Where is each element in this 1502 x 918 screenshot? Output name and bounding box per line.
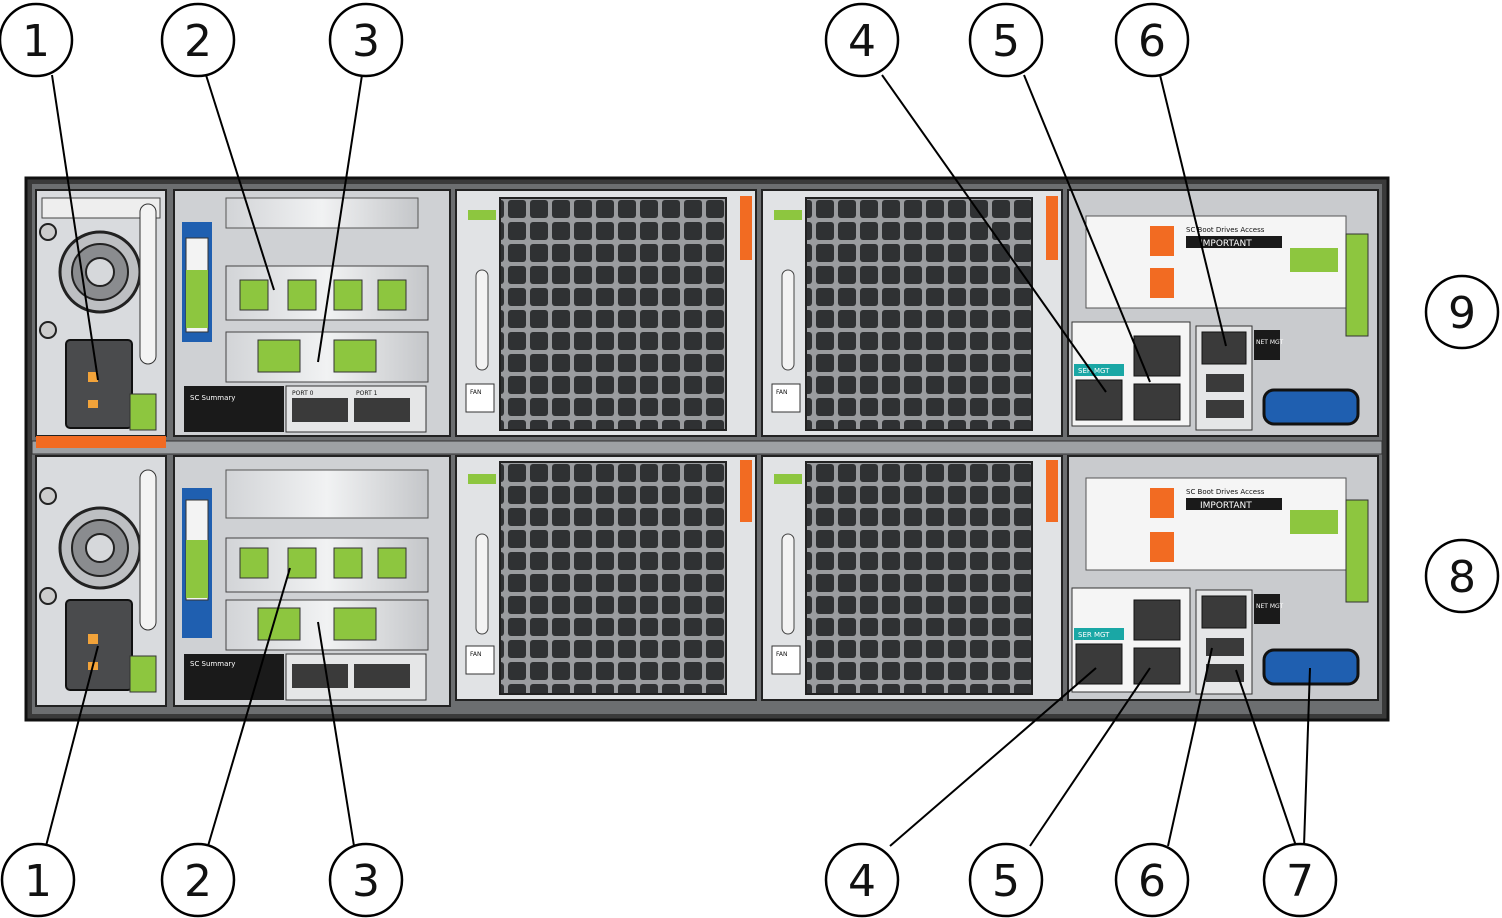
callout-top-1: 1 (0, 2, 74, 78)
server-bottom: SC Summary FAN FAN SC Boot Drives Acce (35, 455, 1379, 707)
rj45-port-group-top (239, 279, 407, 311)
psu-top (35, 189, 167, 437)
svg-text:3: 3 (352, 16, 380, 67)
sc-area-bottom: SC Boot Drives Access IMPORTANT SER MGT … (1067, 455, 1379, 701)
psu-label-bar-top (36, 436, 166, 448)
svg-text:6: 6 (1138, 16, 1166, 67)
svg-text:4: 4 (848, 16, 876, 67)
callout-side-8: 8 (1424, 538, 1500, 614)
svg-text:6: 6 (1138, 856, 1166, 907)
callout-top-3: 3 (328, 2, 404, 78)
svg-text:9: 9 (1448, 288, 1476, 339)
sc-summary-label-bottom: SC Summary (190, 660, 235, 668)
sfp-port-bottom-a (257, 607, 301, 641)
pcie-area-bottom: SC Summary (173, 455, 451, 707)
port0-label-top: PORT 0 (292, 390, 314, 397)
boot-header-top: SC Boot Drives Access (1186, 226, 1265, 234)
svg-text:2: 2 (184, 16, 212, 67)
callout-top-2: 2 (160, 2, 236, 78)
ser-mgt-label-bottom: SER MGT (1078, 631, 1110, 639)
sc-area-top: SC Boot Drives Access IMPORTANT SER MGT … (1067, 189, 1379, 437)
callout-bottom-5: 5 (968, 842, 1044, 918)
svg-text:5: 5 (992, 16, 1020, 67)
callout-bottom-6: 6 (1114, 842, 1190, 918)
boot-header-bottom: SC Boot Drives Access (1186, 488, 1265, 496)
callout-bottom-3: 3 (328, 842, 404, 918)
fan-module-bottom-0: FAN (455, 455, 757, 701)
svg-text:3: 3 (352, 856, 380, 907)
svg-text:4: 4 (848, 856, 876, 907)
usb-port-bottom-a (1206, 638, 1244, 656)
important-label-top: IMPORTANT (1200, 239, 1252, 249)
callout-bottom-4: 4 (824, 842, 900, 918)
callout-side-9: 9 (1424, 274, 1500, 350)
server-top: SC Summary PORT 0 PORT 1 FAN FAN (35, 189, 1379, 448)
callout-bottom-2: 2 (160, 842, 236, 918)
svg-text:7: 7 (1286, 856, 1314, 907)
psu-bottom (35, 455, 167, 707)
svg-text:1: 1 (24, 856, 52, 907)
rj45-port-group-bottom (239, 547, 407, 579)
svg-text:2: 2 (184, 856, 212, 907)
ser-mgt-port-top (1075, 379, 1123, 421)
sfp-port-top-a (257, 339, 301, 373)
fan-module-bottom-1: FAN (761, 455, 1063, 701)
callout-bottom-1: 1 (0, 842, 76, 918)
svg-text:5: 5 (992, 856, 1020, 907)
svg-text:8: 8 (1448, 552, 1476, 603)
net-mgt-port-bottom (1201, 595, 1247, 629)
fan-label-top-1: FAN (776, 389, 788, 396)
leader-lines (45, 74, 1311, 847)
usb-port-bottom-b (1206, 664, 1244, 682)
port1-label-top: PORT 1 (356, 390, 378, 397)
ser-mgt-label-top: SER MGT (1078, 367, 1110, 375)
callout-bottom-7: 7 (1262, 842, 1338, 918)
net-mgt-label-bottom: NET MGT (1256, 603, 1283, 610)
net-mgt-label-top: NET MGT (1256, 339, 1283, 346)
fan-label-bottom-1: FAN (776, 651, 788, 658)
fan-label-bottom-0: FAN (470, 651, 482, 658)
pcie-area-top: SC Summary PORT 0 PORT 1 (173, 189, 451, 437)
vga-port-bottom (1262, 648, 1360, 686)
fan-module-top-0: FAN (455, 189, 757, 437)
vga-port-top (1262, 388, 1360, 426)
callout-top-5: 5 (968, 2, 1044, 78)
callout-top-6: 6 (1114, 2, 1190, 78)
callout-top-4: 4 (824, 2, 900, 78)
svg-text:1: 1 (22, 16, 50, 67)
usb-port-top-b (1206, 400, 1244, 418)
usb-port-top-a (1206, 374, 1244, 392)
fan-label-top-0: FAN (470, 389, 482, 396)
sfp-port-top-b (333, 339, 377, 373)
important-label-bottom: IMPORTANT (1200, 501, 1252, 511)
sc-summary-label-top: SC Summary (190, 394, 235, 402)
fan-module-top-1: FAN (761, 189, 1063, 437)
server-divider (31, 440, 1383, 455)
sfp-port-bottom-b (333, 607, 377, 641)
ser-mgt-port-bottom (1075, 643, 1123, 685)
